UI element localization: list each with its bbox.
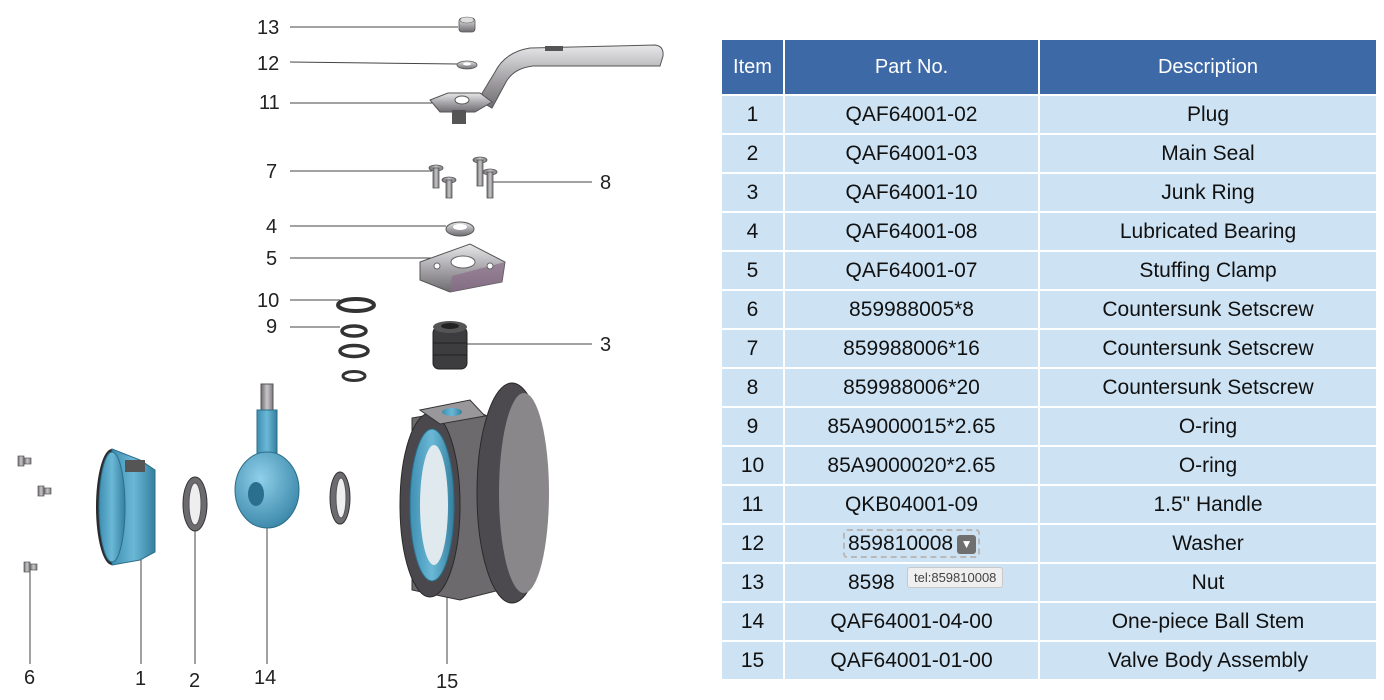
callout-8: 8 [600, 172, 611, 194]
callout-1: 1 [135, 668, 146, 690]
callout-11: 11 [259, 92, 280, 114]
item-cell: 8 [720, 367, 785, 408]
item-cell: 6 [720, 289, 785, 330]
item-cell: 12 [720, 523, 785, 564]
item-cell: 11 [720, 484, 785, 525]
callout-3: 3 [600, 334, 611, 356]
part-no-cell: QAF64001-01-00 [783, 640, 1040, 681]
description-cell: Junk Ring [1038, 172, 1378, 213]
handle-part [429, 44, 664, 124]
seat-ring-part [329, 471, 351, 525]
part-no-cell: 859988006*16 [783, 328, 1040, 369]
table-row: 13 8598 Nut [720, 562, 1378, 603]
description-cell: 1.5" Handle [1038, 484, 1378, 525]
exploded-diagram: 13 12 11 7 8 4 5 10 9 3 6 1 2 14 15 [17, 16, 664, 693]
callout-6: 6 [24, 667, 35, 689]
description-cell: Countersunk Setscrew [1038, 328, 1378, 369]
item-cell: 10 [720, 445, 785, 486]
callout-10: 10 [257, 290, 279, 312]
item-cell: 2 [720, 133, 785, 174]
callout-13: 13 [257, 17, 279, 39]
valve-body-part [399, 382, 549, 604]
washer-part [456, 60, 478, 70]
part-no-cell: 859810008▼ tel:859810008 [783, 523, 1040, 588]
phone-number-link[interactable]: 859810008▼ [842, 529, 981, 558]
table-row: 12 859810008▼ tel:859810008 Washer [720, 523, 1378, 588]
item-cell: 14 [720, 601, 785, 642]
item-cell: 4 [720, 211, 785, 252]
part-no-cell: QAF64001-04-00 [783, 601, 1040, 642]
description-cell: Valve Body Assembly [1038, 640, 1378, 681]
description-cell: Countersunk Setscrew [1038, 367, 1378, 408]
callout-7: 7 [266, 161, 277, 183]
callout-2: 2 [189, 670, 200, 692]
item-cell: 7 [720, 328, 785, 369]
item-cell: 3 [720, 172, 785, 213]
plug-part [96, 448, 156, 566]
callout-9: 9 [266, 316, 277, 338]
bearing-part [445, 221, 475, 237]
description-cell: Stuffing Clamp [1038, 250, 1378, 291]
junk-ring-part [432, 321, 468, 370]
item-cell: 5 [720, 250, 785, 291]
tel-tooltip: tel:859810008 [907, 567, 1004, 588]
nut-part [458, 16, 476, 33]
part-no-cell: QKB04001-09 [783, 484, 1040, 525]
o-rings-part [336, 297, 376, 382]
screws-7-8-part [428, 156, 498, 199]
part-no-cell: 859988005*8 [783, 289, 1040, 330]
description-cell: Main Seal [1038, 133, 1378, 174]
description-cell: Nut [1038, 562, 1378, 603]
part-no-cell: QAF64001-07 [783, 250, 1040, 291]
item-cell: 9 [720, 406, 785, 447]
description-cell: Plug [1038, 94, 1378, 135]
ball-stem-part [234, 383, 300, 529]
callout-5: 5 [266, 248, 277, 270]
callout-15: 15 [436, 671, 458, 693]
item-cell: 13 [720, 562, 785, 603]
description-cell: Countersunk Setscrew [1038, 289, 1378, 330]
stuffing-clamp-part [419, 243, 506, 293]
phone-number-text: 859810008 [847, 532, 954, 555]
description-cell: Lubricated Bearing [1038, 211, 1378, 252]
table-header-row: Item Part No. Description [720, 38, 1378, 96]
chevron-down-icon[interactable]: ▼ [957, 534, 977, 554]
part-no-cell: QAF64001-03 [783, 133, 1040, 174]
part-no-cell: QAF64001-08 [783, 211, 1040, 252]
header-description: Description [1038, 38, 1378, 96]
part-no-text: 8598 [848, 570, 895, 594]
description-cell: O-ring [1038, 406, 1378, 447]
part-no-cell: QAF64001-02 [783, 94, 1040, 135]
callout-14: 14 [254, 667, 276, 689]
part-no-cell: QAF64001-10 [783, 172, 1040, 213]
part-no-cell: 85A9000015*2.65 [783, 406, 1040, 447]
callout-4: 4 [266, 216, 277, 238]
setscrews-6-part [17, 455, 52, 573]
callout-12: 12 [257, 53, 279, 75]
item-cell: 15 [720, 640, 785, 681]
item-cell: 1 [720, 94, 785, 135]
header-part-no: Part No. [783, 38, 1040, 96]
main-seal-part [182, 476, 208, 532]
description-cell: One-piece Ball Stem [1038, 601, 1378, 642]
description-cell: Washer [1038, 523, 1378, 564]
header-item: Item [720, 38, 785, 96]
description-cell: O-ring [1038, 445, 1378, 486]
part-no-cell: 85A9000020*2.65 [783, 445, 1040, 486]
part-no-cell: 859988006*20 [783, 367, 1040, 408]
